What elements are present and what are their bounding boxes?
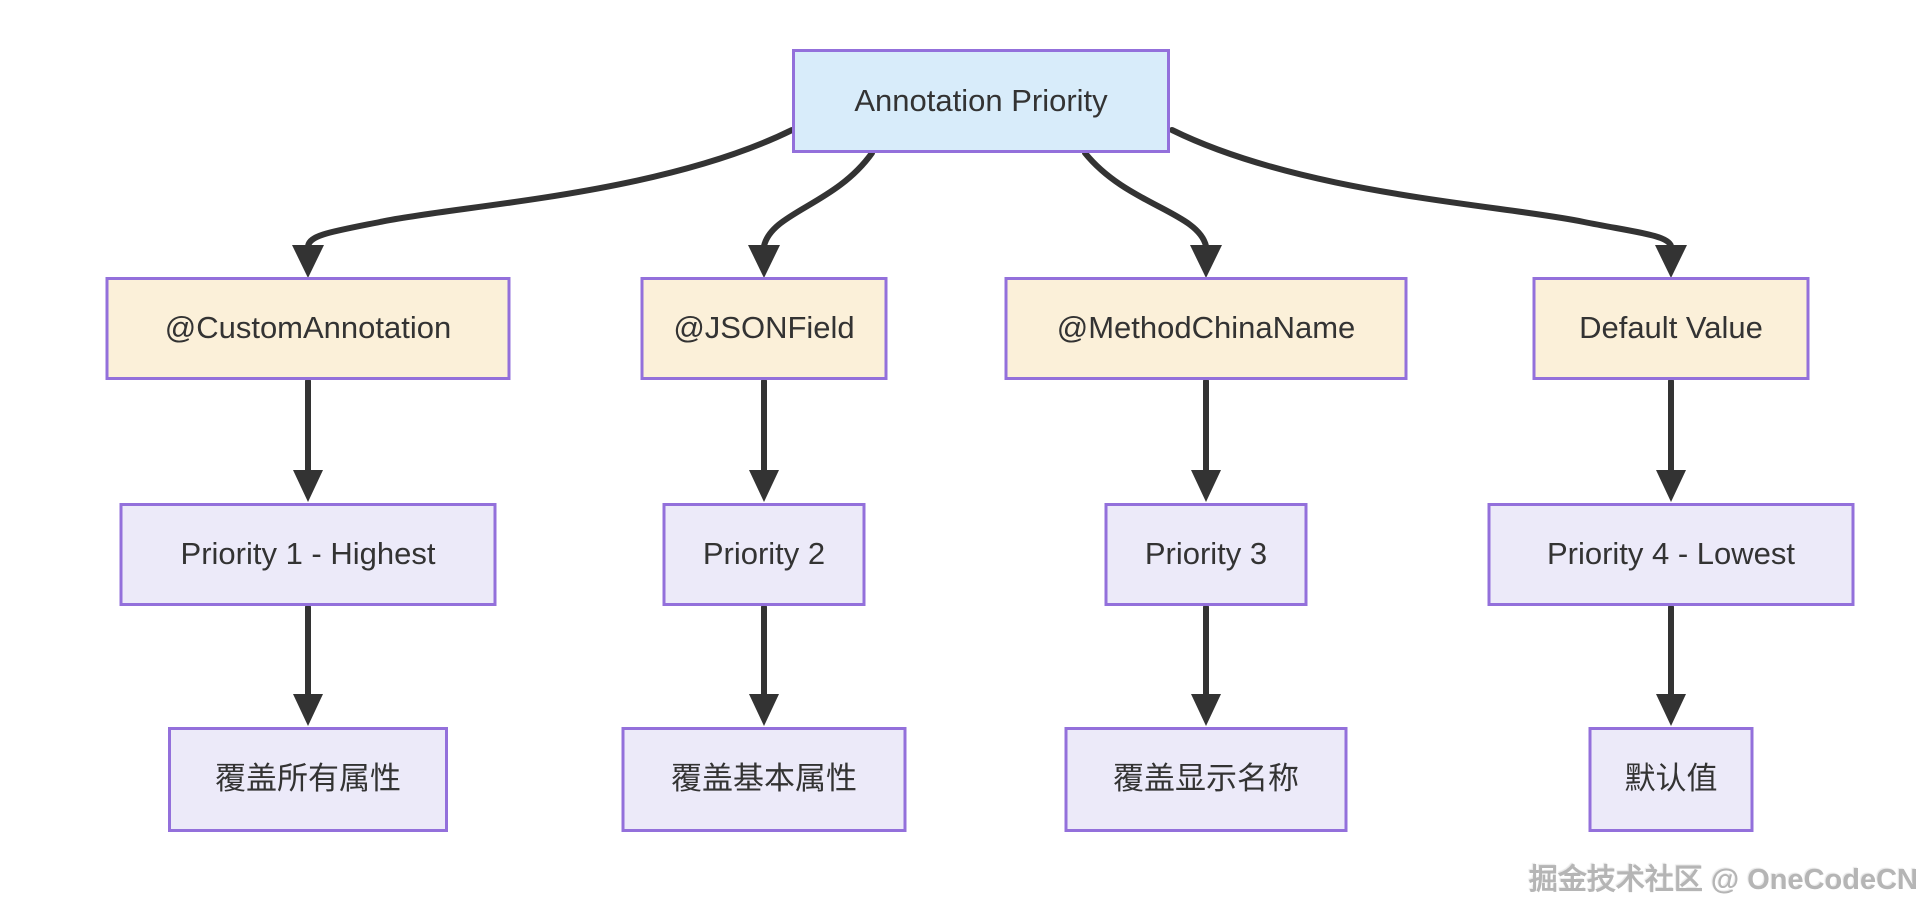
node-annotation-priority: Annotation Priority <box>792 49 1170 153</box>
edge-root-to-jsonfield <box>761 150 875 249</box>
node-annotation-priority-label: Annotation Priority <box>854 82 1108 118</box>
node-jsonfield: @JSONField <box>640 277 888 380</box>
arrowhead-priority4 <box>1656 470 1686 502</box>
edge-root-to-custom-annotation <box>305 127 795 249</box>
node-effect-override-display-name-label: 覆盖显示名称 <box>1113 761 1299 797</box>
node-jsonfield-label: @JSONField <box>673 310 855 346</box>
node-priority-3: Priority 3 <box>1104 503 1308 606</box>
node-default-value: Default Value <box>1532 277 1810 380</box>
arrowhead-priority1 <box>293 470 323 502</box>
arrowhead-effect2 <box>749 694 779 726</box>
arrowhead-custom-annotation <box>292 245 324 278</box>
node-custom-annotation: @CustomAnnotation <box>105 277 511 380</box>
edge-root-to-method-china-name <box>1082 150 1209 249</box>
arrowhead-effect1 <box>293 694 323 726</box>
node-method-china-name: @MethodChinaName <box>1004 277 1408 380</box>
node-effect-override-basic-label: 覆盖基本属性 <box>671 761 857 797</box>
node-effect-default-value: 默认值 <box>1588 727 1754 832</box>
arrowhead-default-value <box>1655 245 1687 278</box>
node-priority-1: Priority 1 - Highest <box>119 503 497 606</box>
node-priority-4-label: Priority 4 - Lowest <box>1546 536 1796 572</box>
arrowhead-jsonfield <box>748 245 780 278</box>
node-priority-3-label: Priority 3 <box>1144 536 1268 572</box>
node-method-china-name-label: @MethodChinaName <box>1056 310 1356 346</box>
node-priority-2-label: Priority 2 <box>702 536 826 572</box>
node-effect-override-all-label: 覆盖所有属性 <box>215 761 401 797</box>
node-priority-4: Priority 4 - Lowest <box>1487 503 1855 606</box>
arrowhead-priority2 <box>749 470 779 502</box>
watermark: 掘金技术社区 @ OneCodeCN <box>1528 864 1918 896</box>
node-effect-override-display-name: 覆盖显示名称 <box>1064 727 1348 832</box>
arrowhead-priority3 <box>1191 470 1221 502</box>
arrowhead-effect4 <box>1656 694 1686 726</box>
node-effect-override-all: 覆盖所有属性 <box>168 727 448 832</box>
node-default-value-label: Default Value <box>1579 310 1763 346</box>
node-priority-2: Priority 2 <box>662 503 866 606</box>
node-effect-default-value-label: 默认值 <box>1624 761 1718 797</box>
node-custom-annotation-label: @CustomAnnotation <box>164 310 452 346</box>
arrowhead-effect3 <box>1191 694 1221 726</box>
edge-root-to-default-value <box>1169 127 1674 249</box>
node-priority-1-label: Priority 1 - Highest <box>180 536 436 572</box>
node-effect-override-basic: 覆盖基本属性 <box>621 727 907 832</box>
arrowhead-method-china-name <box>1190 245 1222 278</box>
